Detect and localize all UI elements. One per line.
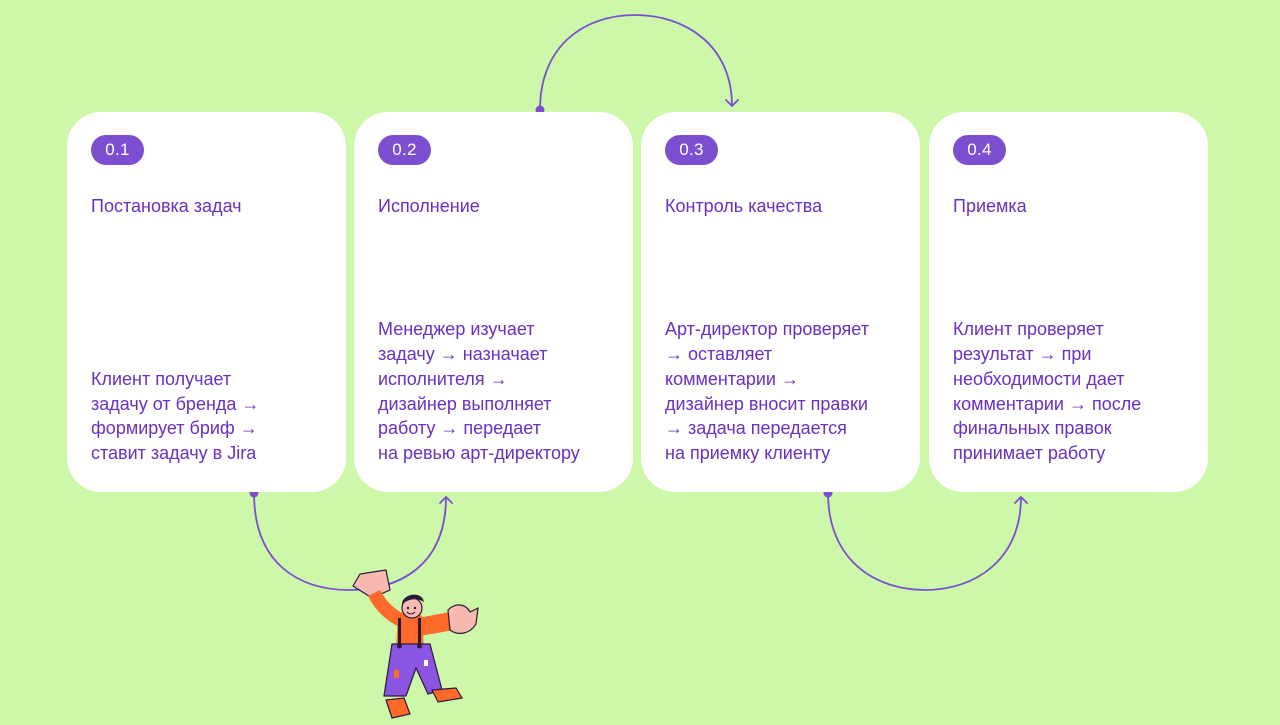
connector-step3-to-step4 — [823, 488, 1028, 591]
step-title: Контроль качества — [665, 196, 823, 216]
step-description: Клиент проверяет результат → при необход… — [953, 319, 1142, 464]
step-title: Исполнение — [378, 196, 480, 216]
step-number-badge: 0.3 — [665, 135, 718, 165]
step-number-badge: 0.2 — [378, 135, 431, 165]
step-number-badge: 0.4 — [953, 135, 1006, 165]
step-number-badge: 0.1 — [91, 135, 144, 165]
step-card-3: 0.3 Контроль качества Арт-директор прове… — [641, 112, 920, 492]
step-description: Арт-директор проверяет → оставляет комме… — [665, 319, 869, 464]
step-description: Клиент получает задачу от бренда → форми… — [91, 368, 260, 464]
step-title: Постановка задач — [91, 196, 242, 216]
step-card-1: 0.1 Постановка задач Клиент получает зад… — [67, 112, 346, 492]
step-card-2: 0.2 Исполнение Менеджер изучает задачу →… — [354, 112, 633, 492]
step-card-4: 0.4 Приемка Клиент проверяет результат →… — [929, 112, 1208, 492]
step-description: Менеджер изучает задачу → назначает испо… — [378, 319, 580, 464]
step-title: Приемка — [953, 196, 1027, 216]
person-character-illustration — [352, 569, 479, 719]
connector-step2-to-step3 — [535, 14, 739, 115]
